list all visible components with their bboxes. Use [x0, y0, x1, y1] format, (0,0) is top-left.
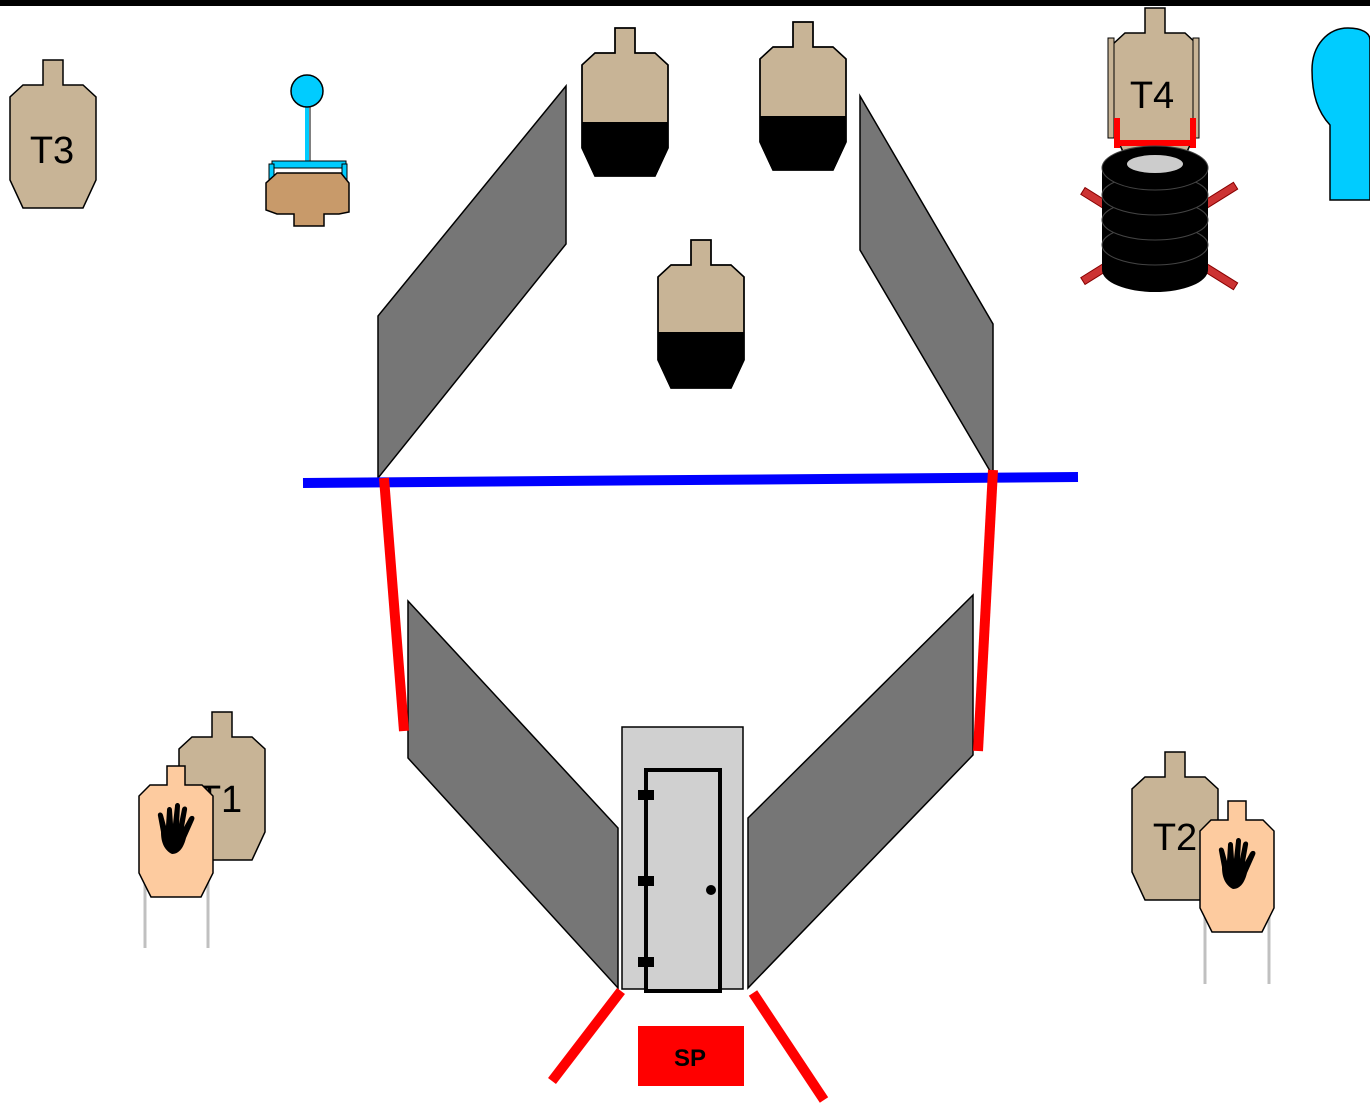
target-t4: [1080, 7, 1239, 292]
target-t4-label: T4: [1130, 75, 1174, 117]
barrier-right: [973, 469, 998, 752]
wall-upper-left: [377, 83, 567, 481]
tire-stack-icon: [1101, 145, 1209, 292]
target-upper-right: [759, 21, 847, 171]
wall-lower-left: [407, 599, 619, 990]
activator: [265, 74, 350, 227]
target-upper-center: [657, 239, 745, 389]
door: [621, 726, 744, 993]
wall-upper-right: [859, 93, 994, 479]
barrier-left: [379, 477, 409, 732]
start-position-label: SP: [674, 1045, 706, 1072]
barrier-start-right: [748, 990, 829, 1103]
barrier-start-left: [548, 987, 625, 1085]
door-knob: [706, 885, 716, 895]
popper-icon: [1311, 27, 1370, 201]
wall-lower-right: [747, 593, 974, 990]
no-shoot-t2: [1199, 800, 1275, 984]
start-position-box: [638, 1026, 744, 1086]
fault-line: [302, 472, 1079, 488]
activator-knob-icon: [290, 74, 324, 108]
target-t3-label: T3: [30, 130, 74, 172]
target-t2-label: T2: [1153, 817, 1197, 859]
no-shoot-t1: [138, 765, 214, 948]
top-border: [0, 0, 1370, 6]
target-upper-left: [581, 27, 669, 177]
